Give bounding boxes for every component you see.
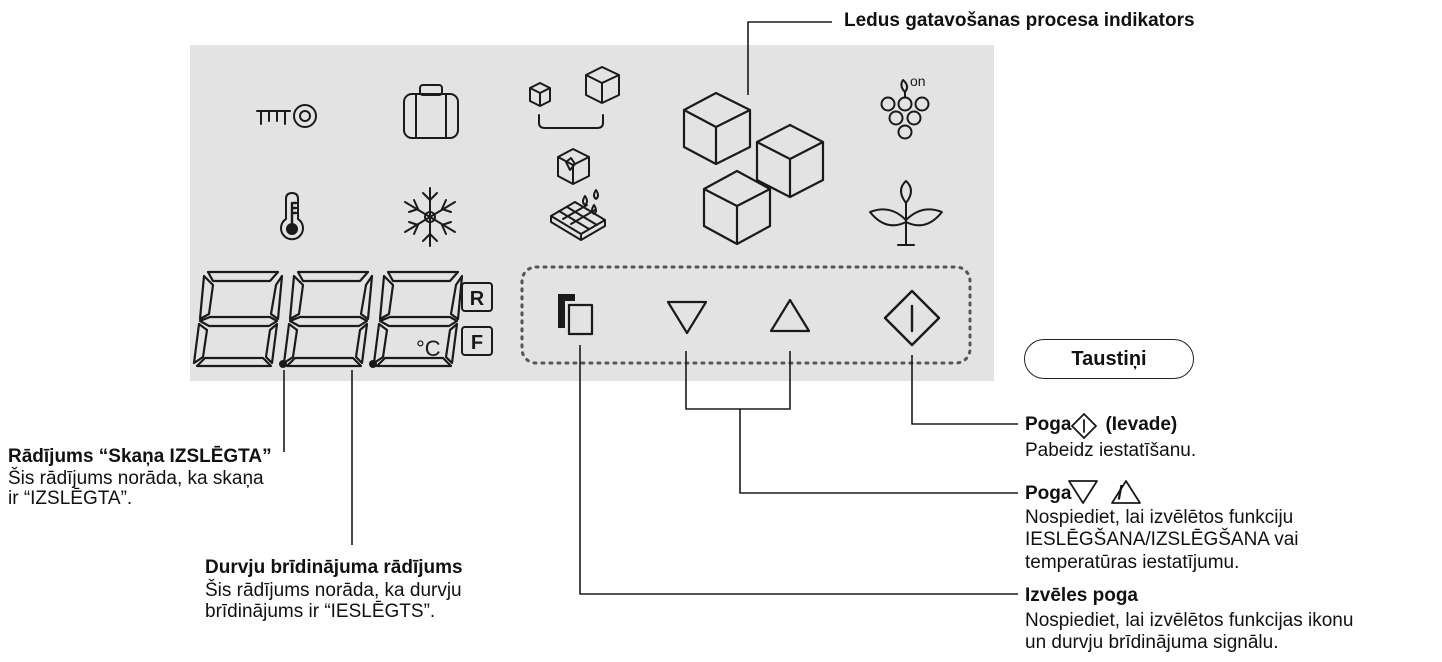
ice-maker-large-icon (682, 91, 825, 246)
select-desc-1: Nospiediet, lai izvēlētos funkcijas ikon… (1025, 610, 1354, 631)
updown-desc-1: Nospiediet, lai izvēlētos funkciju (1025, 507, 1294, 528)
f-box (461, 326, 493, 356)
sound-off-desc-2: ir “IZSLĒGTA”. (8, 488, 133, 509)
seven-segment-display (192, 270, 464, 368)
ice-cube-size-icon (529, 66, 620, 129)
down-button-icon[interactable] (666, 300, 708, 335)
crushed-ice-icon (557, 148, 590, 185)
sound-off-dot (279, 360, 287, 368)
down-inline-icon (1068, 480, 1098, 504)
door-alarm-title: Durvju brīdinājuma rādījums (205, 557, 463, 578)
updown-desc-3: temperatūras iestatījumu. (1025, 552, 1240, 573)
door-alarm-desc-2: brīdinājums ir “IESLĒGTS”. (205, 601, 436, 622)
updown-desc-2: IESLĒGŠANA/IZSLĒGŠANA vai (1025, 529, 1299, 550)
up-inline-icon (1111, 480, 1141, 504)
grape-icon (880, 79, 930, 140)
select-button-icon[interactable] (558, 294, 594, 336)
enter-button-icon[interactable] (883, 289, 941, 347)
enter-title: Poga(Ievade) (1025, 414, 1178, 435)
chocolate-icon (550, 189, 606, 241)
updown-title: Poga/ (1025, 483, 1123, 504)
sound-off-desc-1: Šis rādījums norāda, ka skaņa (8, 468, 264, 489)
unit-label: °C (416, 336, 441, 361)
enter-inline-icon (1071, 413, 1097, 439)
up-button-icon[interactable] (769, 298, 811, 333)
ice-indicator-label: Ledus gatavošanas procesa indikators (844, 10, 1195, 31)
select-desc-2: un durvju brīdinājuma signālu. (1025, 632, 1279, 653)
leaf-icon (869, 180, 943, 246)
door-alarm-dot (369, 360, 377, 368)
r-label: R (470, 288, 485, 310)
leader-lines (283, 21, 1018, 595)
snowflake-icon (404, 187, 456, 247)
f-label: F (471, 332, 483, 354)
enter-desc: Pabeidz iestatīšanu. (1025, 440, 1197, 461)
door-alarm-desc-1: Šis rādījums norāda, ka durvju (205, 580, 462, 601)
on-label: on (910, 73, 926, 89)
suitcase-icon (403, 84, 459, 139)
sound-off-title: Rādījums “Skaņa IZSLĒGTA” (8, 446, 272, 467)
r-box (461, 282, 493, 312)
key-icon (256, 104, 317, 128)
select-title: Izvēles poga (1025, 585, 1138, 606)
buttons-area (520, 265, 972, 365)
thermometer-icon (280, 192, 304, 241)
buttons-pill: Taustiņi (1024, 339, 1194, 379)
